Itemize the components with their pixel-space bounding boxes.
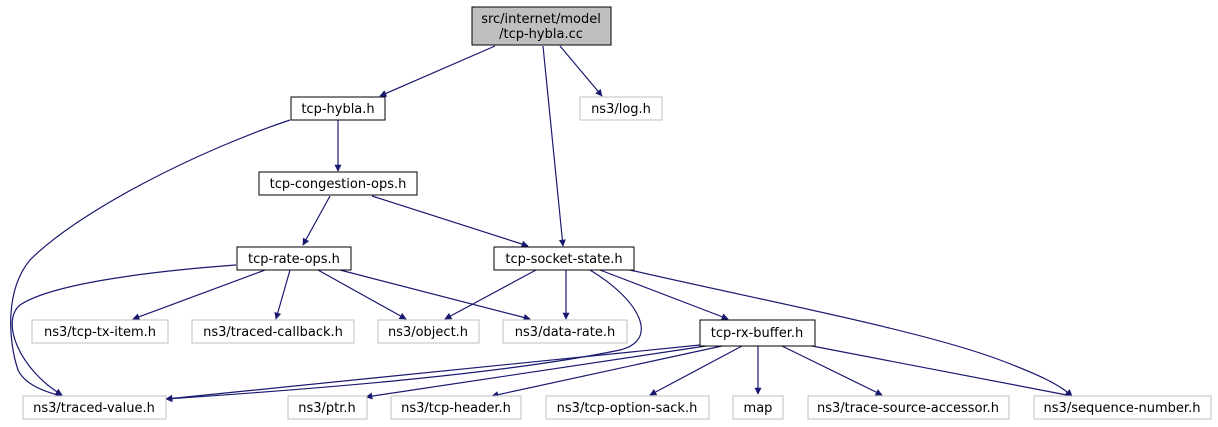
node-map[interactable]: map: [732, 395, 784, 420]
edge-tcp-rate-ops-h-to-traced-callback-h: [274, 269, 291, 320]
node-traced-value-h[interactable]: ns3/traced-value.h: [22, 395, 167, 420]
edge-tcp-socket-state-h-to-traced-value-h: [165, 269, 642, 403]
node-tcp-rate-ops-h[interactable]: tcp-rate-ops.h: [236, 246, 352, 271]
edge-root-to-log-h: [559, 45, 603, 97]
node-label-tcp-header-h: ns3/tcp-header.h: [401, 401, 511, 416]
edge-tcp-socket-state-h-to-object-h: [444, 269, 537, 320]
node-label-traced-callback-h: ns3/traced-callback.h: [203, 325, 343, 340]
edge-tcp-rate-ops-h-to-tcp-tx-item-h: [132, 269, 266, 321]
node-tcp-header-h[interactable]: ns3/tcp-header.h: [390, 395, 522, 420]
node-tcp-tx-item-h[interactable]: ns3/tcp-tx-item.h: [31, 319, 169, 344]
node-label-tcp-hybla-h: tcp-hybla.h: [301, 102, 374, 117]
node-label-sequence-number-h: ns3/sequence-number.h: [1044, 401, 1201, 416]
node-label-log-h: ns3/log.h: [591, 102, 651, 117]
edge-tcp-rx-buffer-h-to-trace-source-accessor-h: [781, 345, 883, 396]
node-label-trace-source-accessor-h: ns3/trace-source-accessor.h: [817, 401, 999, 416]
node-object-h[interactable]: ns3/object.h: [377, 319, 480, 344]
node-traced-callback-h[interactable]: ns3/traced-callback.h: [191, 319, 355, 344]
node-sequence-number-h[interactable]: ns3/sequence-number.h: [1033, 395, 1212, 420]
edge-tcp-rx-buffer-h-to-sequence-number-h: [811, 345, 1073, 399]
node-label-tcp-rx-buffer-h: tcp-rx-buffer.h: [711, 326, 804, 341]
edge-tcp-rate-ops-h-to-traced-value-h: [11, 264, 237, 396]
node-tcp-congestion-ops-h[interactable]: tcp-congestion-ops.h: [258, 171, 418, 196]
root-label-line1: src/internet/model: [481, 12, 601, 27]
node-tcp-hybla-h[interactable]: tcp-hybla.h: [290, 96, 386, 121]
node-ptr-h[interactable]: ns3/ptr.h: [287, 395, 368, 420]
root-label-line2: /tcp-hybla.cc: [499, 27, 583, 42]
node-label-data-rate-h: ns3/data-rate.h: [515, 325, 615, 340]
edge-tcp-socket-state-h-to-sequence-number-h: [629, 269, 1073, 397]
node-label-tcp-option-sack-h: ns3/tcp-option-sack.h: [557, 401, 698, 416]
node-label-tcp-socket-state-h: tcp-socket-state.h: [505, 252, 622, 267]
node-label-tcp-rate-ops-h: tcp-rate-ops.h: [248, 252, 340, 267]
node-label-ptr-h: ns3/ptr.h: [298, 401, 356, 416]
node-label-tcp-tx-item-h: ns3/tcp-tx-item.h: [44, 325, 156, 340]
node-label-tcp-congestion-ops-h: tcp-congestion-ops.h: [270, 177, 407, 192]
node-root-tcp-hybla-cc[interactable]: src/internet/model /tcp-hybla.cc: [471, 6, 612, 46]
edge-tcp-hybla-h-to-traced-value-h: [10, 119, 291, 398]
edge-tcp-rx-buffer-h-to-tcp-header-h: [491, 345, 723, 399]
node-log-h[interactable]: ns3/log.h: [579, 96, 663, 121]
edge-tcp-rx-buffer-h-to-tcp-option-sack-h: [649, 345, 743, 396]
edge-tcp-socket-state-h-to-tcp-rx-buffer-h: [599, 269, 729, 321]
node-label-object-h: ns3/object.h: [388, 325, 468, 340]
edge-tcp-congestion-ops-h-to-tcp-rate-ops-h: [302, 195, 331, 246]
node-label-traced-value-h: ns3/traced-value.h: [33, 401, 155, 416]
nodes: src/internet/model /tcp-hybla.cc tcp-hyb…: [22, 6, 1212, 420]
node-tcp-rx-buffer-h[interactable]: tcp-rx-buffer.h: [699, 319, 816, 347]
node-label-map: map: [744, 401, 773, 416]
edge-root-to-tcp-hybla-h: [379, 45, 496, 97]
node-trace-source-accessor-h[interactable]: ns3/trace-source-accessor.h: [807, 395, 1010, 420]
node-data-rate-h[interactable]: ns3/data-rate.h: [502, 319, 628, 344]
edge-tcp-rx-buffer-h-to-ptr-h: [365, 345, 707, 400]
edges: [10, 45, 1073, 403]
edge-tcp-rx-buffer-h-to-traced-value-h: [165, 344, 701, 402]
node-tcp-socket-state-h[interactable]: tcp-socket-state.h: [493, 246, 635, 271]
node-tcp-option-sack-h[interactable]: ns3/tcp-option-sack.h: [545, 395, 710, 420]
edge-tcp-rate-ops-h-to-object-h: [317, 269, 407, 320]
edge-root-to-tcp-socket-state-h: [542, 45, 566, 247]
edge-tcp-rate-ops-h-to-data-rate-h: [339, 269, 531, 321]
edge-tcp-congestion-ops-h-to-tcp-socket-state-h: [371, 195, 529, 248]
